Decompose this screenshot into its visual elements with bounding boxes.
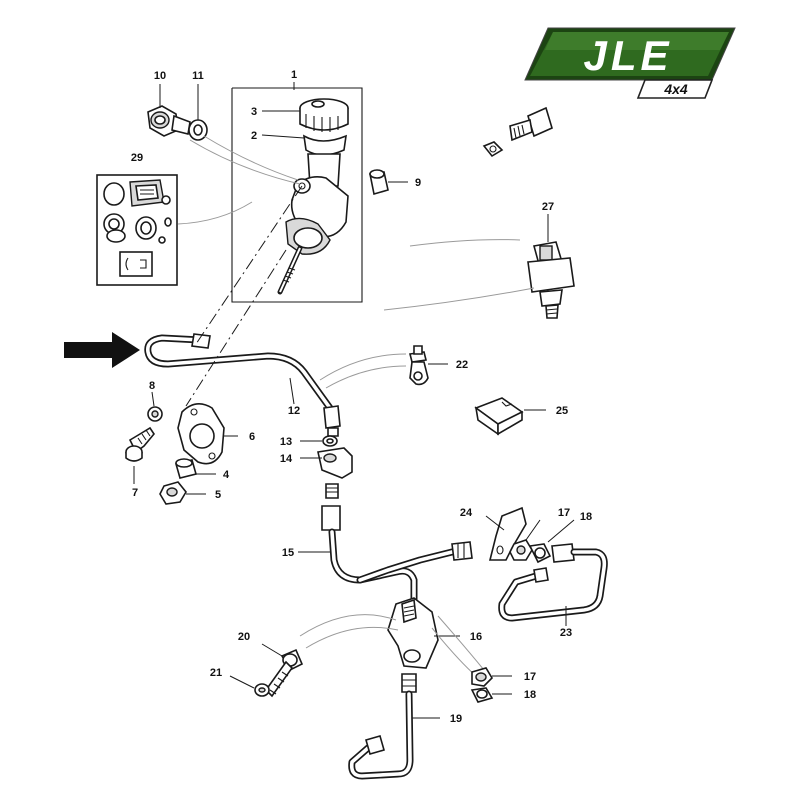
- banjo-bolt: [147, 105, 191, 137]
- nut: [159, 481, 206, 505]
- callout-19: 19: [450, 713, 462, 725]
- callout-25: 25: [556, 405, 568, 417]
- union-bracket: [300, 435, 353, 479]
- callout-1: 1: [291, 69, 297, 81]
- callout-20: 20: [238, 631, 250, 643]
- washer: [229, 675, 270, 697]
- callout-8: 8: [149, 380, 155, 392]
- callout-4: 4: [223, 469, 230, 481]
- master-cylinder-assembly: [231, 87, 363, 303]
- callout-24: 24: [460, 507, 473, 519]
- callout-13: 13: [280, 436, 292, 448]
- spacer: [175, 458, 216, 479]
- jle-4x4-logo: JLE 4x4: [524, 27, 736, 99]
- callout-21: 21: [210, 667, 222, 679]
- lower-clutch-pipe: [348, 673, 440, 780]
- callout-29: 29: [131, 152, 143, 164]
- callout-2: 2: [251, 130, 257, 142]
- callout-17: 17: [558, 507, 570, 519]
- callout-18: 18: [580, 511, 592, 523]
- callout-9: 9: [415, 177, 421, 189]
- callout-22: 22: [456, 359, 468, 371]
- callout-3: 3: [251, 106, 257, 118]
- callout-27: 27: [542, 201, 554, 213]
- repair-kit: [96, 174, 178, 286]
- clutch-pipe: [144, 333, 341, 437]
- hose-mounting-bracket: [387, 597, 460, 669]
- washer: [147, 406, 163, 422]
- washer: [528, 543, 552, 564]
- callout-11: 11: [192, 70, 204, 82]
- hose-bracket: [485, 506, 527, 561]
- callout-17-lower: 17: [524, 671, 536, 683]
- bolt: [261, 643, 304, 698]
- logo-subtitle: 4x4: [663, 81, 688, 97]
- callout-5: 5: [215, 489, 221, 501]
- sealing-washer: [188, 119, 208, 141]
- callout-14: 14: [280, 453, 293, 465]
- callout-10: 10: [154, 70, 166, 82]
- nut: [471, 667, 512, 687]
- pressure-switch: [383, 239, 575, 319]
- callout-6: 6: [249, 431, 255, 443]
- hose-fitting: [482, 106, 553, 158]
- bleed-nipple: [474, 397, 546, 436]
- pipe-clip: [409, 345, 448, 386]
- grommet: [369, 169, 408, 196]
- callout-labels: 1 3 2 10 11 29 9 27 22 12 25 8 6 13 14 4…: [131, 69, 592, 725]
- callout-15: 15: [282, 547, 294, 559]
- gasket: [177, 403, 238, 465]
- logo-brand: JLE: [583, 32, 672, 79]
- arrow-right-icon: [64, 332, 140, 368]
- callout-16: 16: [470, 631, 482, 643]
- clutch-hose: [321, 483, 473, 614]
- callout-18-lower: 18: [524, 689, 536, 701]
- callout-7: 7: [132, 487, 138, 499]
- washer: [470, 687, 512, 703]
- bolt: [125, 426, 155, 462]
- callout-12: 12: [288, 405, 300, 417]
- slave-cylinder-pipe: [498, 543, 608, 626]
- callout-23: 23: [560, 627, 572, 639]
